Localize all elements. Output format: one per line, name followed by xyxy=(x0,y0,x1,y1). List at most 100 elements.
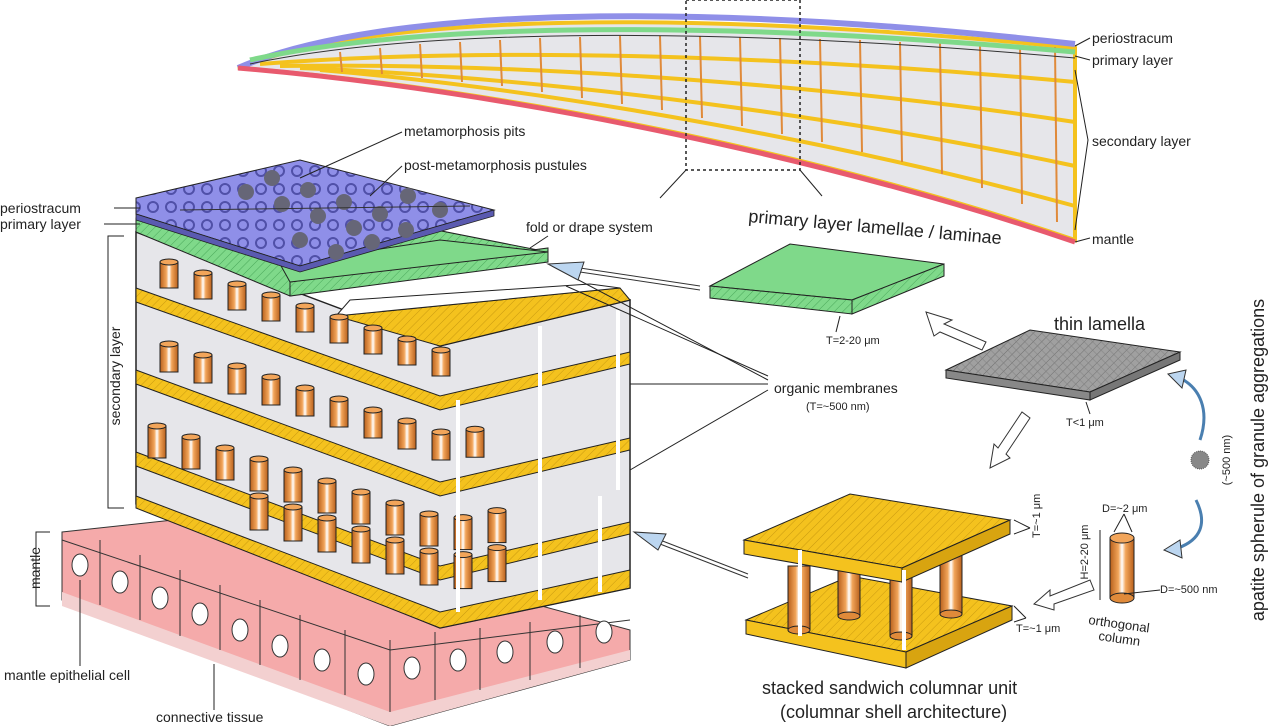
block-column xyxy=(329,316,349,344)
block-column-top xyxy=(193,351,213,359)
label-left-primary-layer: primary layer xyxy=(0,216,81,232)
block-column-top xyxy=(261,373,281,381)
primary-lamina-plate xyxy=(708,243,945,315)
block-column xyxy=(363,327,383,355)
block-column-top xyxy=(159,258,179,266)
block-column xyxy=(385,539,405,575)
block-column-top xyxy=(431,346,451,354)
label-stacked-subtitle: (columnar shell architecture) xyxy=(780,702,1007,722)
label-secondary-layer-vertical: secondary layer xyxy=(107,326,123,425)
block-column-top xyxy=(487,544,507,552)
label-mantle-vertical: mantle xyxy=(27,547,43,589)
block-column-top xyxy=(283,503,303,511)
label-thin-lamella: thin lamella xyxy=(1054,314,1146,334)
block-column-top xyxy=(317,477,337,485)
block-column xyxy=(351,528,371,564)
label-plate-thickness-top: T=~1 μm xyxy=(1031,494,1043,538)
block-column xyxy=(159,343,179,373)
label-organic-membranes-thickness: (T=~500 nm) xyxy=(806,401,870,413)
label-stacked-title: stacked sandwich columnar unit xyxy=(762,678,1017,698)
label-organic-membranes: organic membranes xyxy=(774,380,898,396)
block-column-top xyxy=(419,547,439,555)
block-column xyxy=(193,354,213,384)
block-column xyxy=(249,495,269,531)
block-column xyxy=(419,550,439,586)
block-column xyxy=(249,458,269,492)
block-column-top xyxy=(385,499,405,507)
block-column xyxy=(283,469,303,503)
label-lamellae-title: primary layer lamellae / laminae xyxy=(748,206,1003,248)
block-column-top xyxy=(295,384,315,392)
block-column-top xyxy=(317,514,337,522)
block-column xyxy=(363,409,383,439)
thin-lamella-plate xyxy=(944,329,1182,401)
block-column xyxy=(397,420,417,450)
label-column-diameter: D=~2 μm xyxy=(1102,503,1147,515)
label-fold-drape-system: fold or drape system xyxy=(526,219,653,235)
block-column xyxy=(295,305,315,333)
block-column-top xyxy=(397,417,417,425)
label-thickness-2-20: T=2-20 μm xyxy=(826,335,880,347)
block-column xyxy=(487,547,507,583)
label-metamorphosis-pits: metamorphosis pits xyxy=(404,123,525,139)
label-top-primary-layer: primary layer xyxy=(1092,52,1173,68)
label-top-secondary-layer: secondary layer xyxy=(1092,133,1191,149)
block-column-top xyxy=(227,362,247,370)
shell-block-3d xyxy=(61,159,631,726)
label-apatite-side-title: apatite spherule of granule aggregations xyxy=(1248,299,1268,621)
block-column-top xyxy=(465,425,485,433)
block-column xyxy=(215,447,235,481)
block-column xyxy=(431,431,451,461)
block-column-top xyxy=(431,428,451,436)
block-column xyxy=(227,365,247,395)
block-column xyxy=(147,425,167,459)
label-apatite-size: (~500 nm) xyxy=(1221,435,1233,485)
label-connective-tissue: connective tissue xyxy=(156,709,264,725)
block-column xyxy=(193,272,213,300)
label-plate-thickness-bottom: T=~1 μm xyxy=(1016,623,1060,635)
label-column-core-diameter: D=~500 nm xyxy=(1160,584,1217,596)
label-thickness-lt-1: T<1 μm xyxy=(1066,417,1104,429)
block-column-top xyxy=(329,395,349,403)
block-column xyxy=(159,261,179,289)
label-left-periostracum: periostracum xyxy=(0,200,81,216)
block-column-top xyxy=(283,466,303,474)
block-column-top xyxy=(193,269,213,277)
block-column xyxy=(419,513,439,547)
block-column-top xyxy=(397,335,417,343)
block-column xyxy=(351,491,371,525)
block-column xyxy=(487,510,507,544)
block-column xyxy=(317,480,337,514)
block-column-top xyxy=(249,492,269,500)
block-column-top xyxy=(419,510,439,518)
block-column xyxy=(181,436,201,470)
block-column xyxy=(385,502,405,536)
block-column xyxy=(261,294,281,322)
block-column xyxy=(465,428,485,458)
block-column-top xyxy=(147,422,167,430)
block-column-top xyxy=(329,313,349,321)
label-top-mantle: mantle xyxy=(1092,231,1134,247)
block-column-top xyxy=(487,507,507,515)
block-column-top xyxy=(295,302,315,310)
block-column-top xyxy=(181,433,201,441)
block-column xyxy=(227,283,247,311)
orthogonal-column xyxy=(1109,532,1135,604)
block-column xyxy=(397,338,417,366)
label-post-metamorphosis-pustules: post-metamorphosis pustules xyxy=(404,157,587,173)
block-column-top xyxy=(363,324,383,332)
stacked-sandwich-unit xyxy=(742,493,1014,669)
block-column xyxy=(317,517,337,553)
block-column-top xyxy=(261,291,281,299)
block-column-top xyxy=(385,536,405,544)
block-column xyxy=(295,387,315,417)
block-column xyxy=(329,398,349,428)
block-column xyxy=(431,349,451,377)
block-column-top xyxy=(159,340,179,348)
label-column-height: H=2-20 μm xyxy=(1079,525,1091,580)
shell-cross-section xyxy=(236,0,1077,245)
label-mantle-epithelial-cell: mantle epithelial cell xyxy=(4,667,130,683)
label-top-periostracum: periostracum xyxy=(1092,30,1173,46)
label-column: column xyxy=(1098,628,1142,649)
